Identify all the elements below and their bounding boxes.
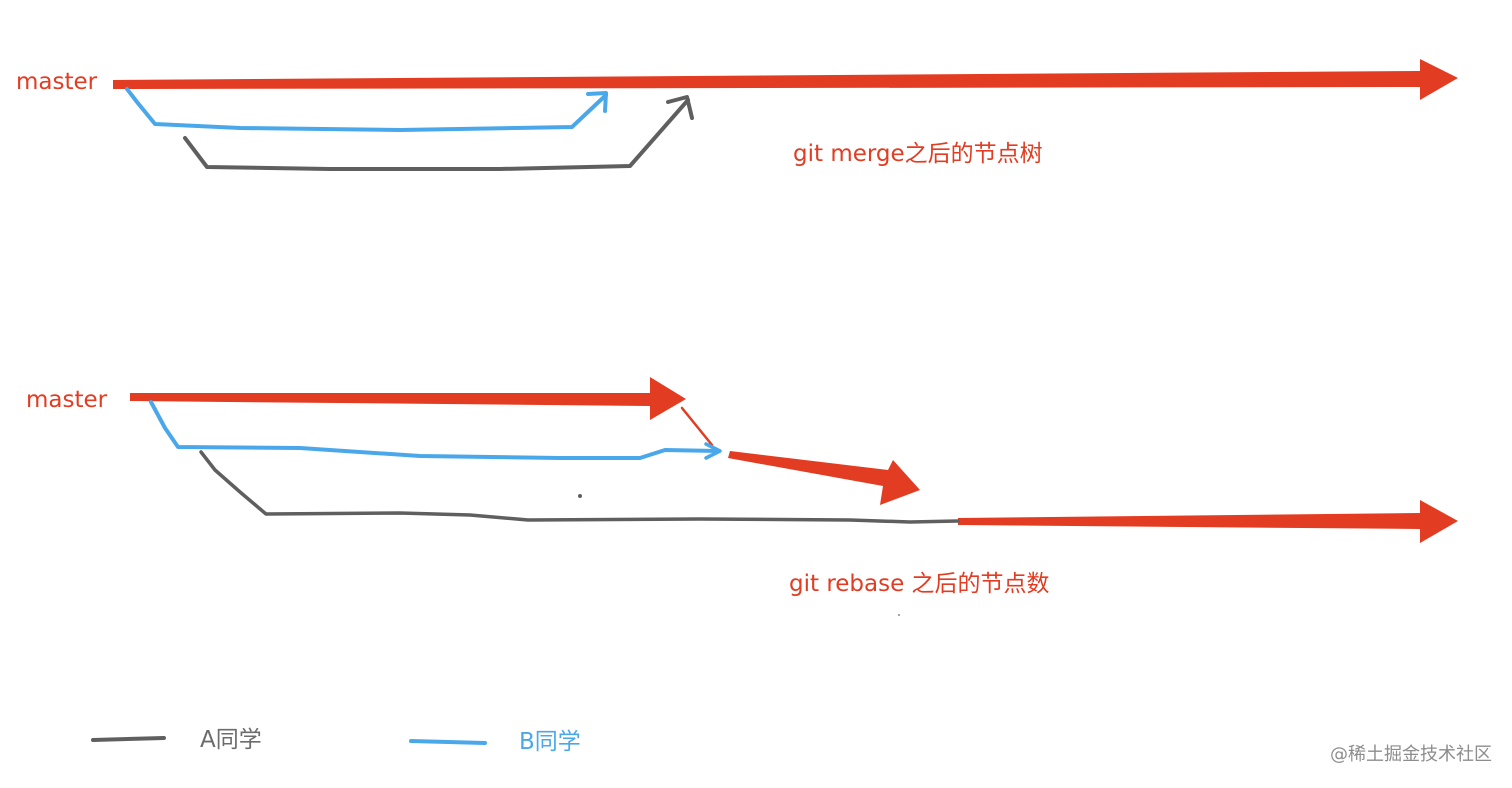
- legend-a-swatch: [91, 736, 166, 742]
- rebase-section: [130, 377, 1458, 616]
- stray-dot-small: [898, 614, 900, 616]
- rebase-branch-b-arrowhead: [704, 442, 722, 460]
- merge-caption: git merge之后的节点树: [793, 141, 1043, 167]
- merge-branch-b-line: [125, 87, 608, 132]
- legend: [91, 736, 487, 745]
- rebase-branch-b-line: [149, 400, 720, 460]
- rebase-branch-a-line: [199, 450, 960, 524]
- rebase-master-arrow-2: [728, 451, 920, 505]
- legend-a-label: A同学: [200, 727, 262, 753]
- merge-branch-b-arrowhead: [586, 91, 608, 113]
- merge-branch-a-line: [183, 98, 690, 171]
- stray-dot: [578, 494, 582, 498]
- legend-b-label: B同学: [519, 729, 581, 755]
- watermark: @稀土掘金技术社区: [1330, 744, 1492, 765]
- rebase-connector-line: [680, 406, 714, 447]
- legend-b-swatch: [409, 739, 487, 745]
- rebase-master-label: master: [26, 387, 108, 413]
- merge-master-arrow: [113, 59, 1458, 100]
- merge-section: [113, 59, 1458, 171]
- merge-branch-a-arrowhead: [666, 95, 694, 120]
- merge-master-label: master: [16, 69, 98, 95]
- rebase-master-arrow-3: [958, 500, 1458, 543]
- rebase-master-arrow-1: [130, 377, 686, 420]
- rebase-caption: git rebase 之后的节点数: [789, 571, 1050, 597]
